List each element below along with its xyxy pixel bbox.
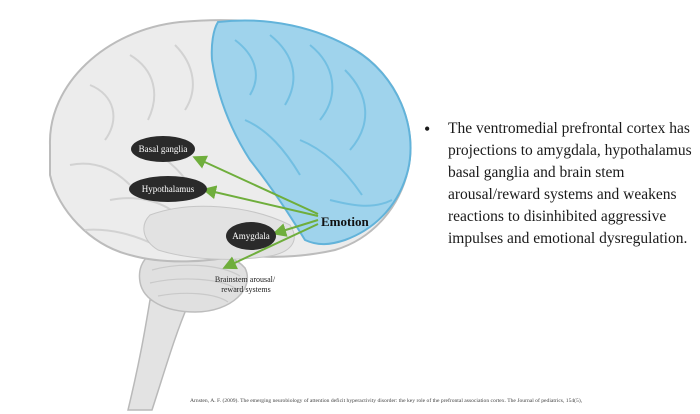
brainstem-label-line-1: Brainstem arousal/ bbox=[215, 275, 276, 284]
bullet-text: The ventromedial prefrontal cortex has p… bbox=[448, 118, 694, 250]
brain-diagram: Basal ganglia Hypothalamus Amygdala Emot… bbox=[0, 0, 420, 414]
brainstem-label: Brainstem arousal/ reward systems bbox=[215, 275, 277, 294]
basal-ganglia-label: Basal ganglia bbox=[139, 144, 188, 154]
bullet-point: • The ventromedial prefrontal cortex has… bbox=[424, 118, 694, 250]
brainstem-label-line-2: reward systems bbox=[221, 285, 271, 294]
amygdala-label: Amygdala bbox=[232, 231, 270, 241]
hypothalamus-label: Hypothalamus bbox=[142, 184, 195, 194]
bullet-symbol: • bbox=[424, 118, 448, 140]
citation: Arnsten, A. F. (2009). The emerging neur… bbox=[190, 398, 700, 404]
brainstem-shape bbox=[128, 300, 188, 410]
emotion-label: Emotion bbox=[321, 214, 369, 229]
